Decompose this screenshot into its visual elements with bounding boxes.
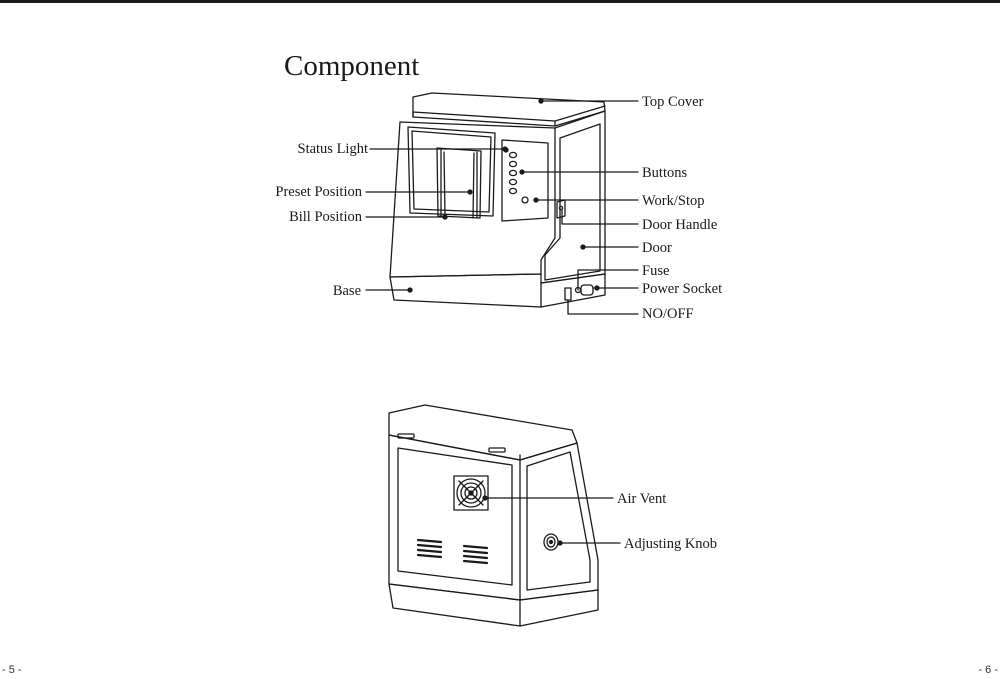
label-no-off: NO/OFF — [642, 306, 694, 322]
rear-machine-drawing — [388, 404, 599, 627]
label-bill-position: Bill Position — [289, 209, 362, 225]
bill-slot — [436, 147, 482, 219]
label-fuse: Fuse — [642, 263, 670, 279]
label-work-stop: Work/Stop — [642, 193, 705, 209]
front-side-panel — [540, 110, 606, 284]
rear-leader-lines — [482, 495, 621, 546]
rear-side-panel — [519, 442, 599, 601]
rear-base — [388, 583, 599, 627]
control-panel — [501, 139, 549, 222]
page-title: Component — [284, 50, 420, 82]
air-vent-icon — [453, 475, 489, 511]
label-air-vent: Air Vent — [617, 491, 667, 507]
label-power-socket: Power Socket — [642, 281, 723, 297]
label-door: Door — [642, 240, 672, 256]
label-door-handle: Door Handle — [642, 217, 718, 233]
label-adjusting-knob: Adjusting Knob — [624, 536, 718, 552]
rear-back-face — [388, 434, 521, 601]
front-machine-drawing — [389, 92, 606, 308]
label-preset-position: Preset Position — [275, 184, 362, 200]
front-base — [389, 273, 606, 308]
front-leader-lines — [365, 98, 639, 315]
rear-grille-right — [462, 544, 489, 565]
front-face — [389, 121, 556, 278]
label-top-cover: Top Cover — [642, 94, 704, 110]
label-status-light: Status Light — [297, 141, 369, 157]
adjusting-knob-icon — [543, 533, 559, 551]
page-number-right: - 6 - — [978, 664, 998, 676]
rear-grille-left — [416, 538, 443, 559]
page-number-left: - 5 - — [2, 664, 22, 676]
top-border-line — [0, 0, 1000, 3]
label-base: Base — [332, 283, 361, 299]
label-buttons: Buttons — [642, 165, 688, 181]
